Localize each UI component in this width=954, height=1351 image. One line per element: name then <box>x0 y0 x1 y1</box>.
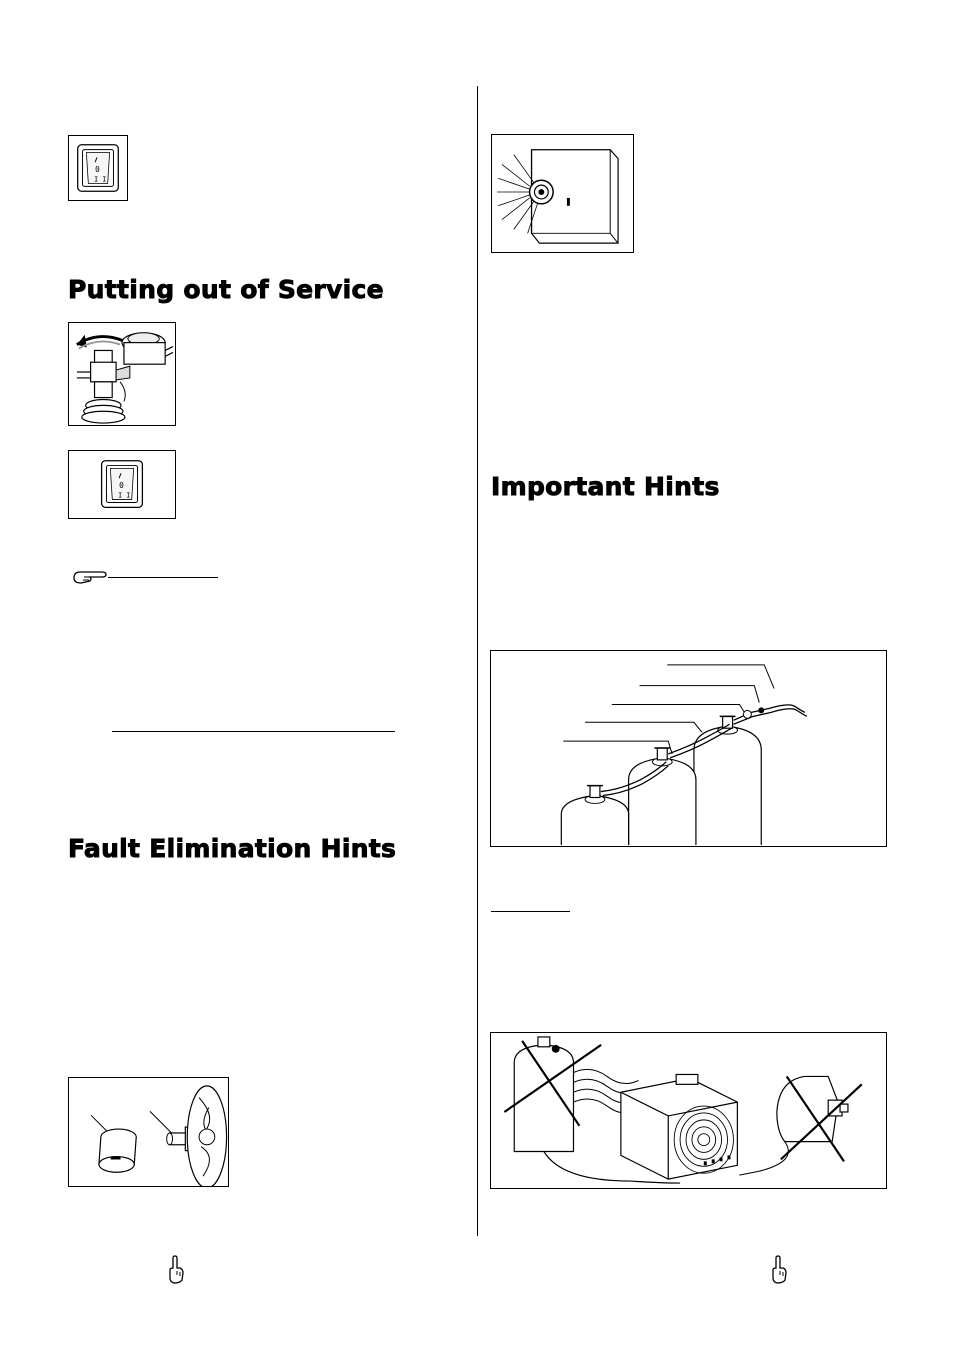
gas-valve-regulator-icon <box>68 322 176 426</box>
pointing-hand-icon <box>769 1254 789 1284</box>
multi-cylinder-connection-icon <box>490 650 887 847</box>
svg-text:0: 0 <box>119 481 124 490</box>
svg-text:I I: I I <box>94 176 106 184</box>
cylinder-placement-warning-icon <box>490 1032 887 1189</box>
pointing-hand-icon <box>72 566 108 586</box>
nozzle-parts-icon <box>68 1077 229 1187</box>
svg-text:I I: I I <box>118 492 130 500</box>
rocker-switch-icon: 0 I I <box>68 135 128 201</box>
heater-flame-icon <box>491 134 634 253</box>
heading-important-hints: Important Hints <box>491 472 720 502</box>
note-underline <box>108 577 218 578</box>
pointing-hand-icon <box>166 1254 186 1284</box>
heading-putting-out-of-service: Putting out of Service <box>68 275 385 305</box>
warning-underline <box>112 731 395 732</box>
column-divider <box>477 86 478 1236</box>
svg-text:0: 0 <box>95 165 100 174</box>
attention-underline <box>491 911 570 912</box>
heading-fault-elimination-hints: Fault Elimination Hints <box>68 834 397 864</box>
rocker-switch-icon: 0 I I <box>68 450 176 519</box>
